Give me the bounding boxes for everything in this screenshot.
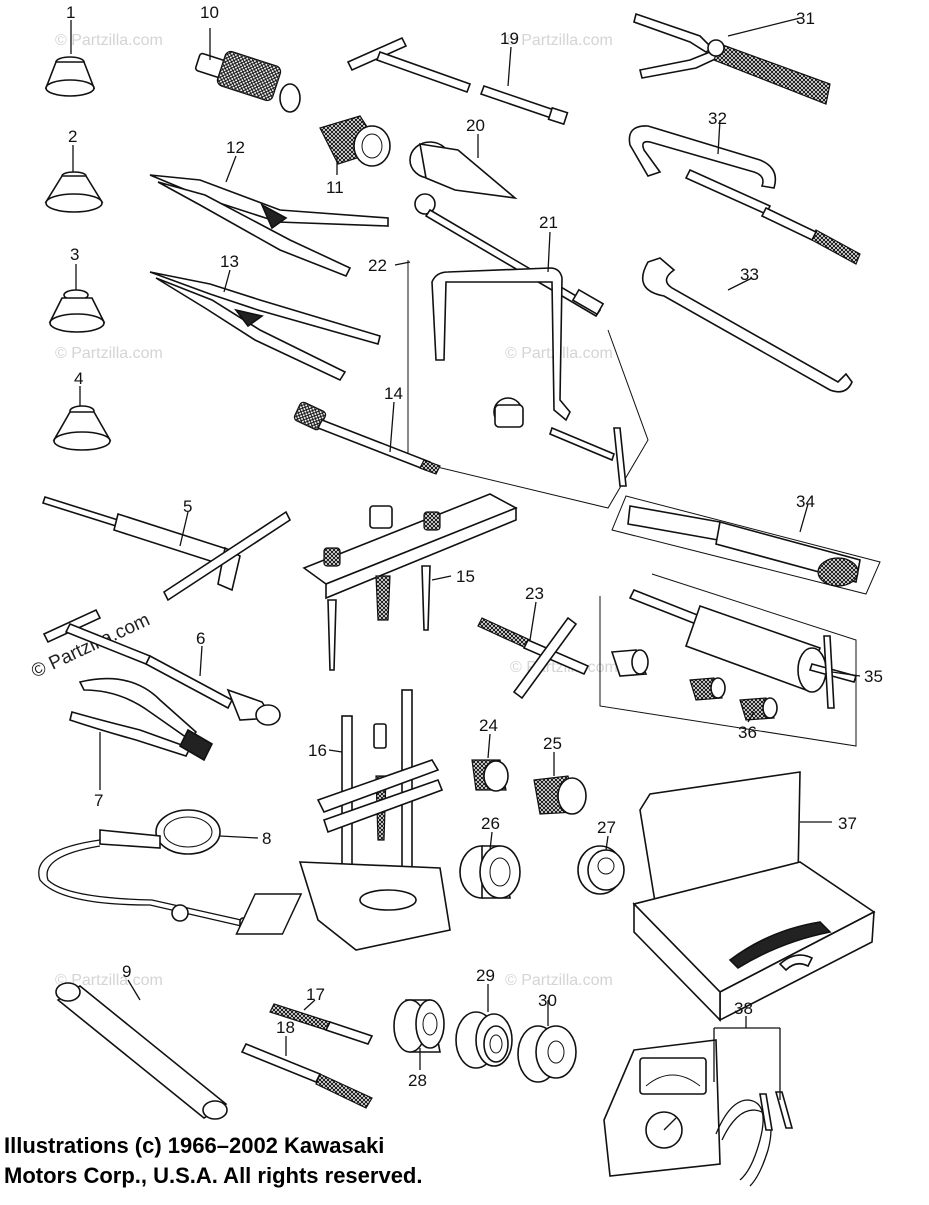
callout-21: 21 xyxy=(539,213,558,232)
callout-5: 5 xyxy=(183,497,192,516)
callout-8: 8 xyxy=(262,829,271,848)
tube-tool-9 xyxy=(55,982,228,1120)
bushing-24 xyxy=(471,759,509,792)
callout-16: 16 xyxy=(308,741,327,760)
callout-6: 6 xyxy=(196,629,205,648)
callout-29: 29 xyxy=(476,966,495,985)
callout-4: 4 xyxy=(74,369,83,388)
callout-12: 12 xyxy=(226,138,245,157)
t-handle-19 xyxy=(346,36,569,126)
callout-24: 24 xyxy=(479,716,498,735)
callout-38: 38 xyxy=(734,999,753,1018)
c-clamp-32 xyxy=(628,125,861,265)
hook-wrench-33 xyxy=(641,257,853,393)
callout-37: 37 xyxy=(838,814,857,833)
callout-28: 28 xyxy=(408,1071,427,1090)
puller-bar-15 xyxy=(302,493,518,671)
knurled-driver xyxy=(194,50,301,113)
callout-2: 2 xyxy=(68,127,77,146)
bearing-cone-3 xyxy=(48,289,106,333)
t-handle-socket-6 xyxy=(42,608,281,726)
pin-tool-34-box xyxy=(611,495,881,595)
screwdriver-17 xyxy=(269,1003,374,1045)
multimeter-38 xyxy=(603,1039,794,1187)
t-handle-wrench-5 xyxy=(41,496,292,602)
callout-30: 30 xyxy=(538,991,557,1010)
large-pliers-31 xyxy=(633,12,831,105)
callout-9: 9 xyxy=(122,962,131,981)
bushing-27 xyxy=(577,845,625,895)
callout-7: 7 xyxy=(94,791,103,810)
snap-ring-pliers-12 xyxy=(149,174,389,278)
callout-23: 23 xyxy=(525,584,544,603)
callout-1: 1 xyxy=(66,3,75,22)
bushing-29 xyxy=(455,1011,513,1069)
adapter-set-36 xyxy=(610,649,778,721)
watermark: © Partzilla.com xyxy=(55,345,163,362)
callout-11: 11 xyxy=(326,178,344,197)
callout-numbers: 1 2 3 4 5 6 7 8 9 10 11 12 13 14 15 16 1… xyxy=(66,3,883,1090)
leader-lines xyxy=(70,17,861,1100)
tester-case-37 xyxy=(235,771,876,1022)
callout-18: 18 xyxy=(276,1018,295,1037)
bushing-25 xyxy=(533,775,587,815)
bushing-30 xyxy=(517,1025,577,1083)
callout-36: 36 xyxy=(738,723,757,742)
callout-17: 17 xyxy=(306,985,325,1004)
callout-35: 35 xyxy=(864,667,883,686)
watermark: © Partzilla.com xyxy=(505,32,613,49)
callout-14: 14 xyxy=(384,384,403,403)
t-handle-23 xyxy=(477,616,590,700)
copyright-caption: Illustrations (c) 1966–2002 Kawasaki Mot… xyxy=(4,1131,604,1191)
tool-set-22-box xyxy=(407,260,649,509)
caption-line-1: Illustrations (c) 1966–2002 Kawasaki xyxy=(4,1133,385,1158)
callout-20: 20 xyxy=(466,116,485,135)
caption-line-2: Motors Corp., U.S.A. All rights reserved… xyxy=(4,1163,423,1188)
callout-33: 33 xyxy=(740,265,759,284)
callout-22: 22 xyxy=(368,256,387,275)
bearing-puller-16 xyxy=(298,689,451,951)
watermark: © Partzilla.com xyxy=(55,32,163,49)
callout-10: 10 xyxy=(200,3,219,22)
callout-27: 27 xyxy=(597,818,616,837)
punch-18 xyxy=(240,1042,373,1109)
bushing-28 xyxy=(393,999,445,1053)
watermark: © Partzilla.com xyxy=(505,972,613,989)
knurled-sleeve xyxy=(319,115,391,167)
watermark: © Partzilla.com xyxy=(55,972,163,989)
bearing-cone-2 xyxy=(44,171,104,213)
callout-3: 3 xyxy=(70,245,79,264)
snap-ring-pliers-13 xyxy=(149,271,381,382)
callout-15: 15 xyxy=(456,567,475,586)
slide-hammer-set-35 xyxy=(599,573,858,747)
callout-34: 34 xyxy=(796,492,815,511)
bushing-26 xyxy=(459,845,521,899)
compression-gauge-8 xyxy=(38,809,265,931)
bearing-cone-1 xyxy=(44,56,96,97)
callout-19: 19 xyxy=(500,29,519,48)
callout-31: 31 xyxy=(796,9,815,28)
callout-25: 25 xyxy=(543,734,562,753)
callout-13: 13 xyxy=(220,252,239,271)
cutting-pliers-7 xyxy=(69,677,214,762)
callout-26: 26 xyxy=(481,814,500,833)
cone-tool xyxy=(409,141,518,200)
callout-32: 32 xyxy=(708,109,727,128)
threaded-shaft-14 xyxy=(293,401,441,475)
bearing-cone-4 xyxy=(52,405,112,451)
